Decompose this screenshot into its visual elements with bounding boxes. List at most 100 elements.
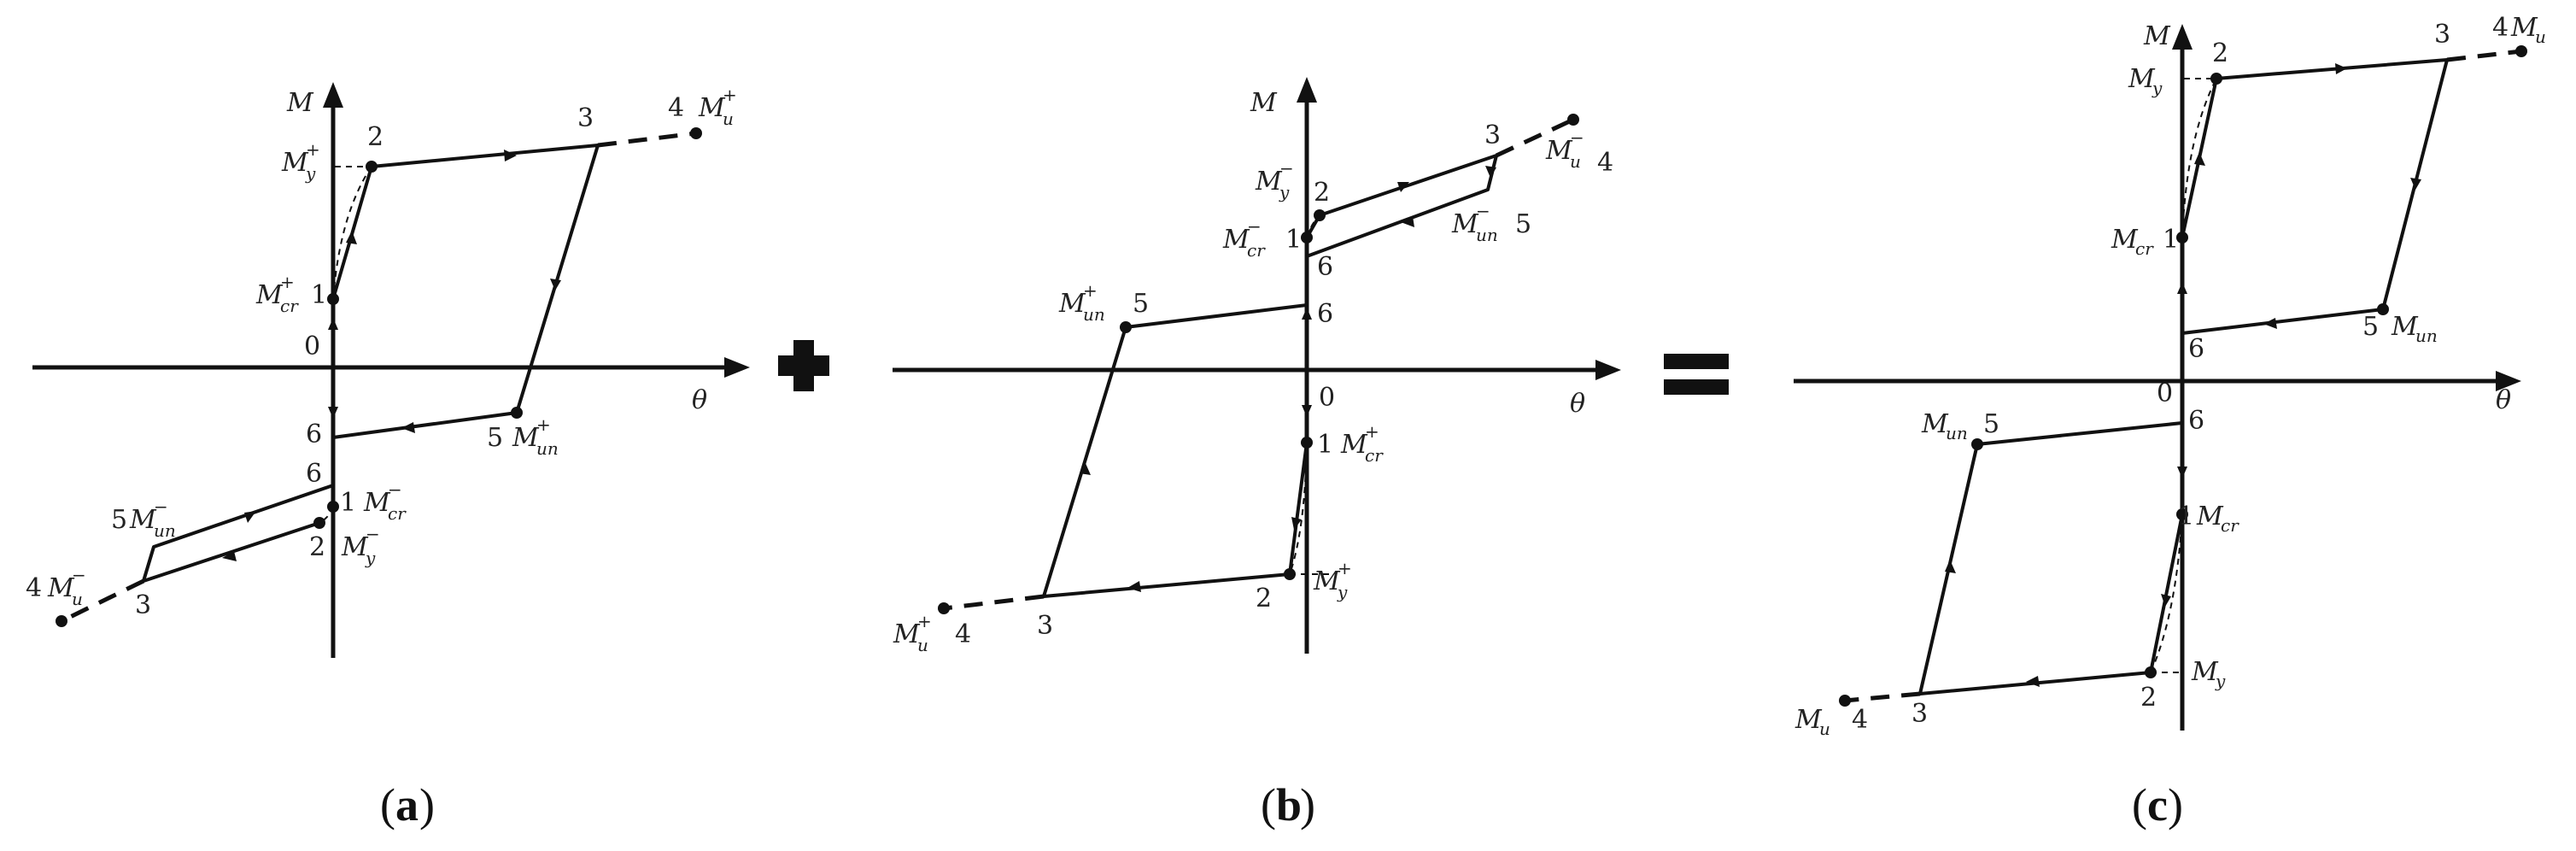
svg-text:c: c xyxy=(2147,779,2168,830)
svg-text:M: M xyxy=(1222,225,1250,255)
panel-a-pt-2 xyxy=(366,161,378,173)
svg-text:+: + xyxy=(280,272,295,292)
panel-a-label-mcr-neg: M − cr xyxy=(363,479,407,524)
panel-a-seg-2-3-arrow xyxy=(504,150,517,161)
svg-text:+: + xyxy=(1365,421,1379,442)
svg-text:−: − xyxy=(154,496,168,517)
panel-c-num-2b: 2 xyxy=(2140,683,2157,713)
panel-b-lower-arrow-2 xyxy=(1127,581,1141,592)
svg-text:u: u xyxy=(1570,151,1581,172)
panel-a-up-arrow xyxy=(328,318,338,330)
svg-text:un: un xyxy=(1083,304,1105,325)
panel-a-pos-loop xyxy=(331,144,600,439)
panel-b-origin: 0 xyxy=(1319,383,1335,413)
panel-b-pt-4-neg xyxy=(1567,114,1579,126)
panel-c-num-5: 5 xyxy=(2362,312,2379,342)
panel-a-num-5b: 5 xyxy=(111,505,127,535)
panel-c-y-label: M xyxy=(2143,21,2171,51)
svg-text:y: y xyxy=(1337,582,1348,602)
panel-a-num-3: 3 xyxy=(577,103,594,133)
panel-a-num-3b: 3 xyxy=(135,590,151,620)
panel-b-pt-2-pos xyxy=(1284,568,1296,580)
panel-a-num-2b: 2 xyxy=(309,532,325,562)
panel-b-num-4: 4 xyxy=(1597,148,1613,178)
svg-text:−: − xyxy=(1570,127,1584,148)
svg-text:−: − xyxy=(72,565,86,585)
panel-b-num-1b: 1 xyxy=(1317,430,1333,460)
panel-b-x-arrow xyxy=(1595,360,1621,380)
panel-b-y-arrow xyxy=(1297,77,1317,103)
svg-text:y: y xyxy=(305,163,316,184)
svg-text:b: b xyxy=(1276,779,1302,830)
svg-text:u: u xyxy=(1819,719,1830,739)
panel-b-num-3: 3 xyxy=(1484,120,1501,150)
svg-text:(: ( xyxy=(1261,779,1276,830)
panel-a-neg-ultimate-dash xyxy=(60,578,145,624)
panel-a-seg-6-arrow xyxy=(328,407,338,419)
panel-a-num-6a: 6 xyxy=(306,420,322,449)
panel-b-label-mun-neg: M − un xyxy=(1451,201,1498,245)
panel-a-y-arrow xyxy=(323,82,343,108)
panel-b-pt-5-pos xyxy=(1120,321,1132,333)
svg-text:un: un xyxy=(2415,326,2438,346)
svg-text:a: a xyxy=(395,779,419,830)
panel-a-pos-ultimate-dash xyxy=(597,131,697,148)
panel-b-upper-loop xyxy=(1305,154,1498,258)
panel-a-pt-5 xyxy=(511,407,523,419)
panel-b-down-arrow xyxy=(1302,405,1312,417)
panel-a-pos-cr-dash xyxy=(332,166,372,300)
svg-text:+: + xyxy=(536,414,551,435)
panel-b-label-my-neg: M − y xyxy=(1255,158,1294,202)
panel-c-pt-4 xyxy=(2515,45,2527,57)
svg-text:M: M xyxy=(1451,209,1479,239)
svg-text:M: M xyxy=(2391,312,2419,342)
panel-b-num-5b: 5 xyxy=(1133,289,1149,319)
svg-text:+: + xyxy=(1083,280,1098,301)
svg-text:M: M xyxy=(1255,167,1283,197)
panel-b-lower-ultimate-dash xyxy=(943,594,1045,611)
panel-a-pt-neg-2 xyxy=(313,517,325,529)
panel-c-label-my-bottom: M y xyxy=(2191,657,2226,691)
panel-b-upper-ultimate-dash xyxy=(1495,117,1575,158)
panel-c-lower-cr-dash xyxy=(2150,514,2183,673)
panel-c-num-1: 1 xyxy=(2163,225,2179,255)
panel-a-caption: ( a ) xyxy=(380,779,435,830)
panel-c-pt-4b xyxy=(1839,695,1851,707)
panel-c-label-mcr-bottom: M cr xyxy=(2196,502,2239,536)
panel-c-down-arrow xyxy=(2177,467,2187,478)
svg-text:): ) xyxy=(419,779,435,830)
panel-c-up-arrow xyxy=(2177,282,2187,294)
panel-c-num-5b: 5 xyxy=(1983,409,1999,439)
panel-b-pt-4-pos xyxy=(938,602,950,614)
svg-text:M: M xyxy=(2191,657,2219,687)
panel-b-upper-arrow-1 xyxy=(1397,182,1409,192)
panel-c-num-3: 3 xyxy=(2434,20,2450,50)
panel-b-label-my-pos: M + y xyxy=(1313,558,1352,602)
panel-b-lower-loop xyxy=(1042,303,1308,598)
panel-b-num-6b: 6 xyxy=(1317,299,1333,329)
panel-c-lower-arrow-3 xyxy=(1945,560,1956,573)
svg-text:+: + xyxy=(1338,558,1352,578)
panel-b-lower-arrow-3 xyxy=(1080,461,1091,475)
panel-c-pt-2b xyxy=(2145,666,2157,678)
panel-a-seg-3-5-arrow xyxy=(550,279,561,291)
svg-text:M: M xyxy=(698,93,726,123)
panel-a-pt-4 xyxy=(690,127,702,139)
svg-text:y: y xyxy=(2152,78,2163,98)
panel-c-label-mun-bottom: M un xyxy=(1921,409,1968,443)
svg-text:M: M xyxy=(281,148,309,178)
svg-text:M: M xyxy=(47,573,75,603)
svg-text:−: − xyxy=(388,479,402,500)
panel-c-label-mcr-top: M cr xyxy=(2111,225,2154,259)
panel-c-origin: 0 xyxy=(2157,379,2173,408)
panel-a-num-1b: 1 xyxy=(340,488,356,518)
panel-b-x-label: θ xyxy=(1570,389,1585,419)
panel-b-up-arrow-6 xyxy=(1302,308,1312,320)
panel-b-label-mcr-pos: M + cr xyxy=(1340,421,1384,466)
svg-text:−: − xyxy=(1247,216,1262,237)
svg-text:M: M xyxy=(2510,13,2538,43)
svg-text:−: − xyxy=(1476,201,1490,221)
panel-a-seg-5-6-arrow xyxy=(401,422,415,433)
svg-text:−: − xyxy=(1279,158,1294,179)
svg-text:y: y xyxy=(1279,182,1290,202)
